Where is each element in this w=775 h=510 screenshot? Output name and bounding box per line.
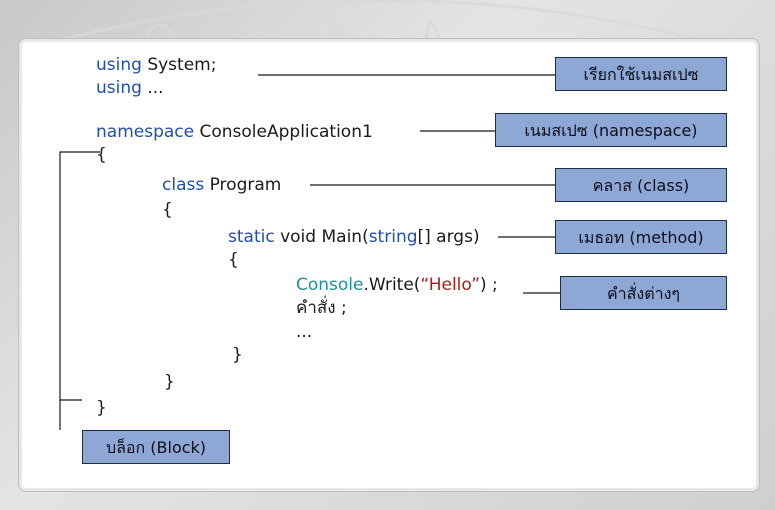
code-line-class: class Program (162, 175, 281, 195)
code-line-main: static void Main(string[] args) (228, 227, 480, 247)
brace-method-close: } (232, 345, 243, 365)
write-end: ) ; (480, 275, 498, 295)
main-method-name: Main( (321, 227, 369, 247)
class-name: Program (209, 175, 282, 195)
main-args: [] args) (417, 227, 480, 247)
connector-block (59, 151, 100, 401)
label-statements: คำสั่งต่างๆ (560, 276, 727, 310)
write-call: .Write( (363, 275, 421, 295)
hello-string: “Hello” (420, 275, 480, 295)
void-keyword: void (280, 227, 317, 247)
brace-namespace-close: } (96, 398, 107, 418)
namespace-name: ConsoleApplication1 (199, 122, 373, 142)
code-line-console-write: Console.Write(“Hello”) ; (296, 275, 498, 295)
class-keyword: class (162, 175, 205, 195)
label-method: เมธอท (method) (555, 220, 727, 254)
brace-class-close: } (164, 372, 175, 392)
namespace-keyword: namespace (96, 122, 195, 142)
using-keyword: using (96, 55, 142, 75)
using-more-value: ... (147, 78, 164, 98)
brace-method-open: { (228, 250, 239, 270)
code-line-statement: คำสั่ง ; (296, 298, 347, 318)
label-class: คลาส (class) (555, 168, 727, 202)
code-line-namespace: namespace ConsoleApplication1 (96, 122, 373, 142)
console-type: Console (296, 275, 364, 295)
label-namespace: เนมสเปซ (namespace) (495, 113, 727, 147)
string-keyword: string (368, 227, 418, 247)
label-block: บล็อก (Block) (82, 430, 230, 464)
code-line-ellipsis: ... (296, 322, 313, 342)
static-keyword: static (228, 227, 275, 247)
code-line-using-more: using ... (96, 78, 164, 98)
brace-class-open: { (162, 200, 173, 220)
brace-namespace-open: { (96, 145, 107, 165)
label-call-namespace: เรียกใช้เนมสเปซ (555, 57, 727, 91)
using-keyword-2: using (96, 78, 142, 98)
code-line-using-system: using System; (96, 55, 216, 75)
using-system-value: System; (147, 55, 217, 75)
